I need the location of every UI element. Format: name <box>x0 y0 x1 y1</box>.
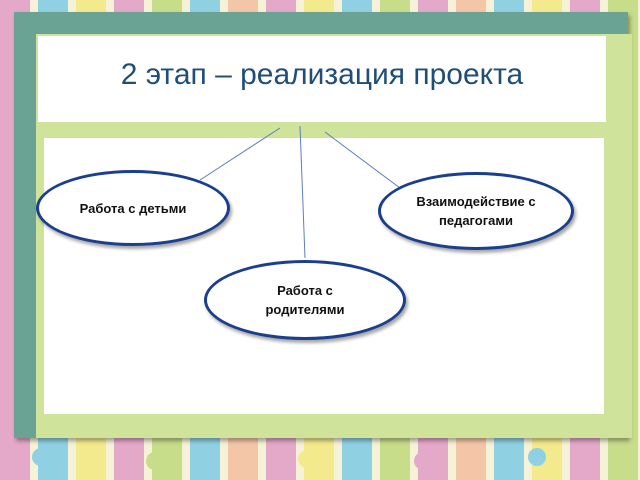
node-label: Взаимодействие с педагогами <box>416 194 536 228</box>
node-label: Работа с детьми <box>79 200 187 216</box>
decorative-knob <box>32 448 50 466</box>
title-panel <box>38 36 606 122</box>
node-work-with-children: Работа с детьми <box>36 170 230 246</box>
decorative-knob <box>414 452 432 470</box>
slide-title: 2 этап – реализация проекта <box>120 58 524 91</box>
decorative-knob <box>528 448 546 466</box>
connector-to-parents <box>299 125 306 259</box>
connector-to-children <box>199 127 281 181</box>
node-work-with-parents: Работа с родителями <box>204 260 406 340</box>
node-label: Работа с родителями <box>265 283 345 317</box>
decorative-knob <box>298 450 316 468</box>
decorative-knob <box>146 452 164 470</box>
title-divider-bar <box>38 122 606 134</box>
connector-to-teachers <box>324 131 409 195</box>
node-interaction-with-teachers: Взаимодействие с педагогами <box>378 172 574 250</box>
